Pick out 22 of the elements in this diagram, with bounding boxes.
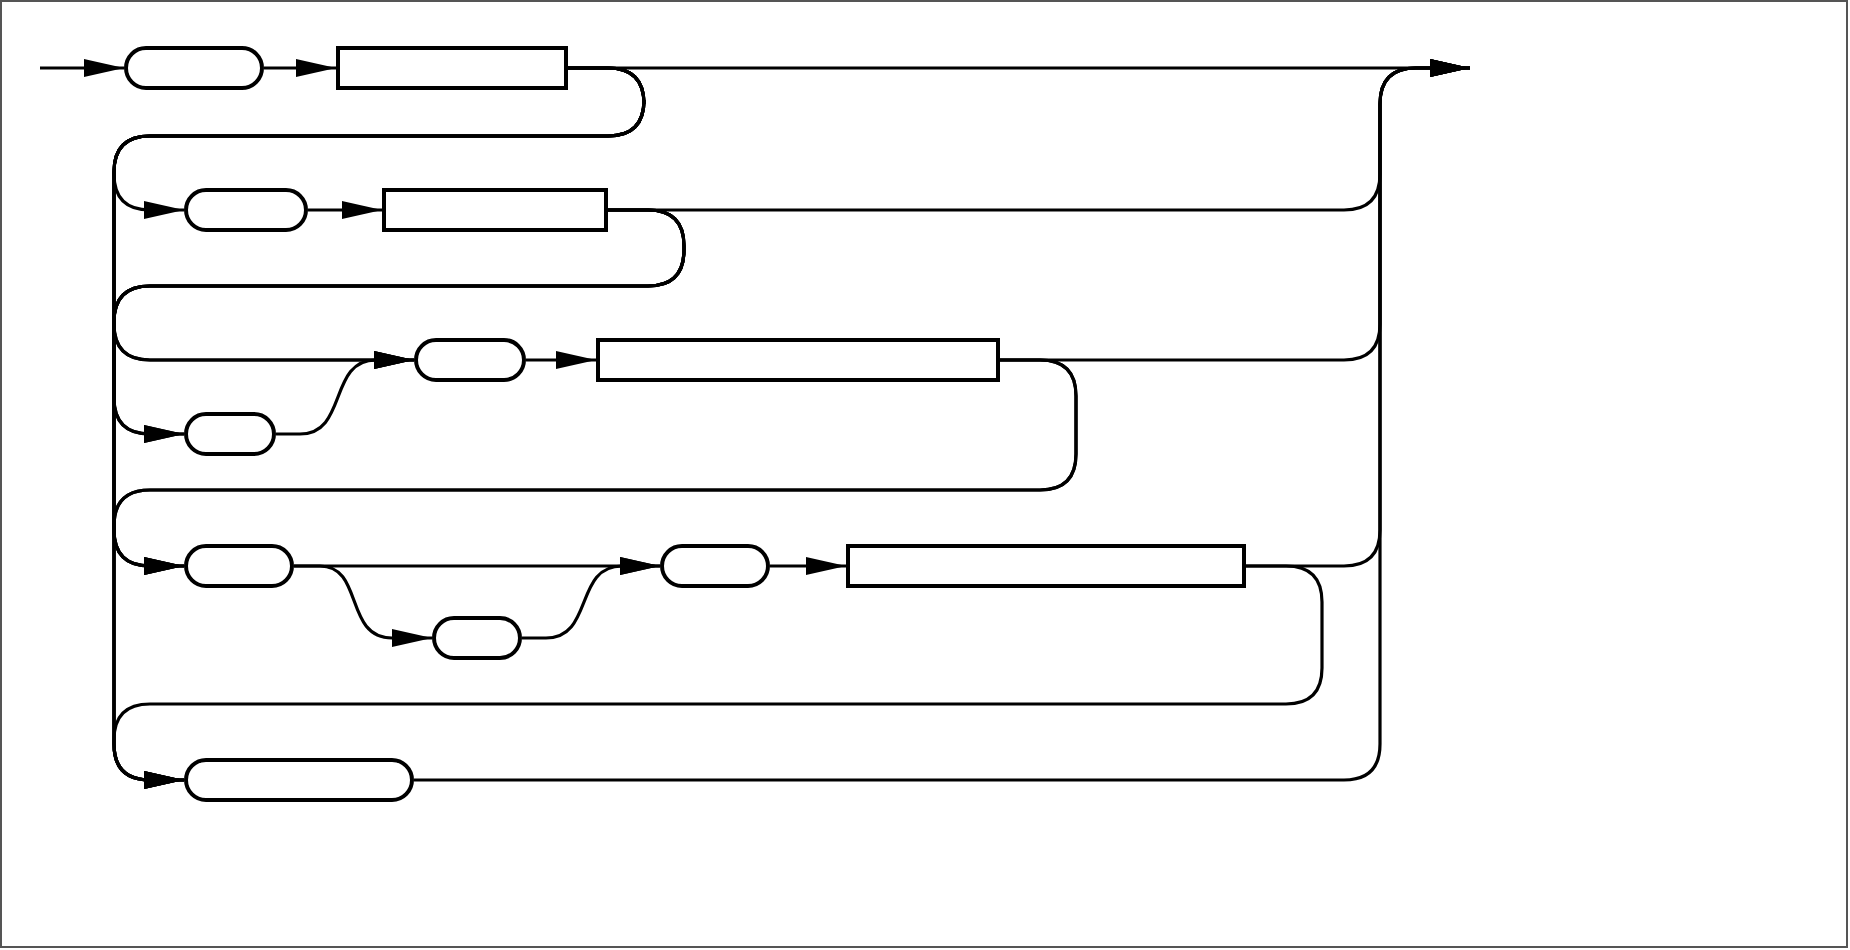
connector-arrow <box>294 564 432 647</box>
oval-terminal <box>184 758 414 802</box>
oval-terminal <box>124 46 264 90</box>
connector-arrow <box>308 201 382 219</box>
oval-terminal <box>184 188 308 232</box>
connector-arrow <box>112 564 1324 789</box>
rectangle-box <box>846 544 1246 588</box>
rectangle-box <box>382 188 608 232</box>
oval-terminal <box>184 412 276 456</box>
connector-arrow <box>770 557 846 575</box>
connector-arrow <box>526 351 596 369</box>
rectangle-box <box>596 338 1000 382</box>
connector-arrow <box>264 59 336 77</box>
oval-terminal <box>660 544 770 588</box>
connector-arrow <box>522 557 660 640</box>
connector-arrow <box>276 351 414 436</box>
oval-terminal <box>184 544 294 588</box>
oval-terminal <box>432 616 522 660</box>
connector-arrow <box>414 59 1470 782</box>
rectangle-box <box>336 46 568 90</box>
oval-terminal <box>414 338 526 382</box>
connector-arrow <box>40 59 124 77</box>
